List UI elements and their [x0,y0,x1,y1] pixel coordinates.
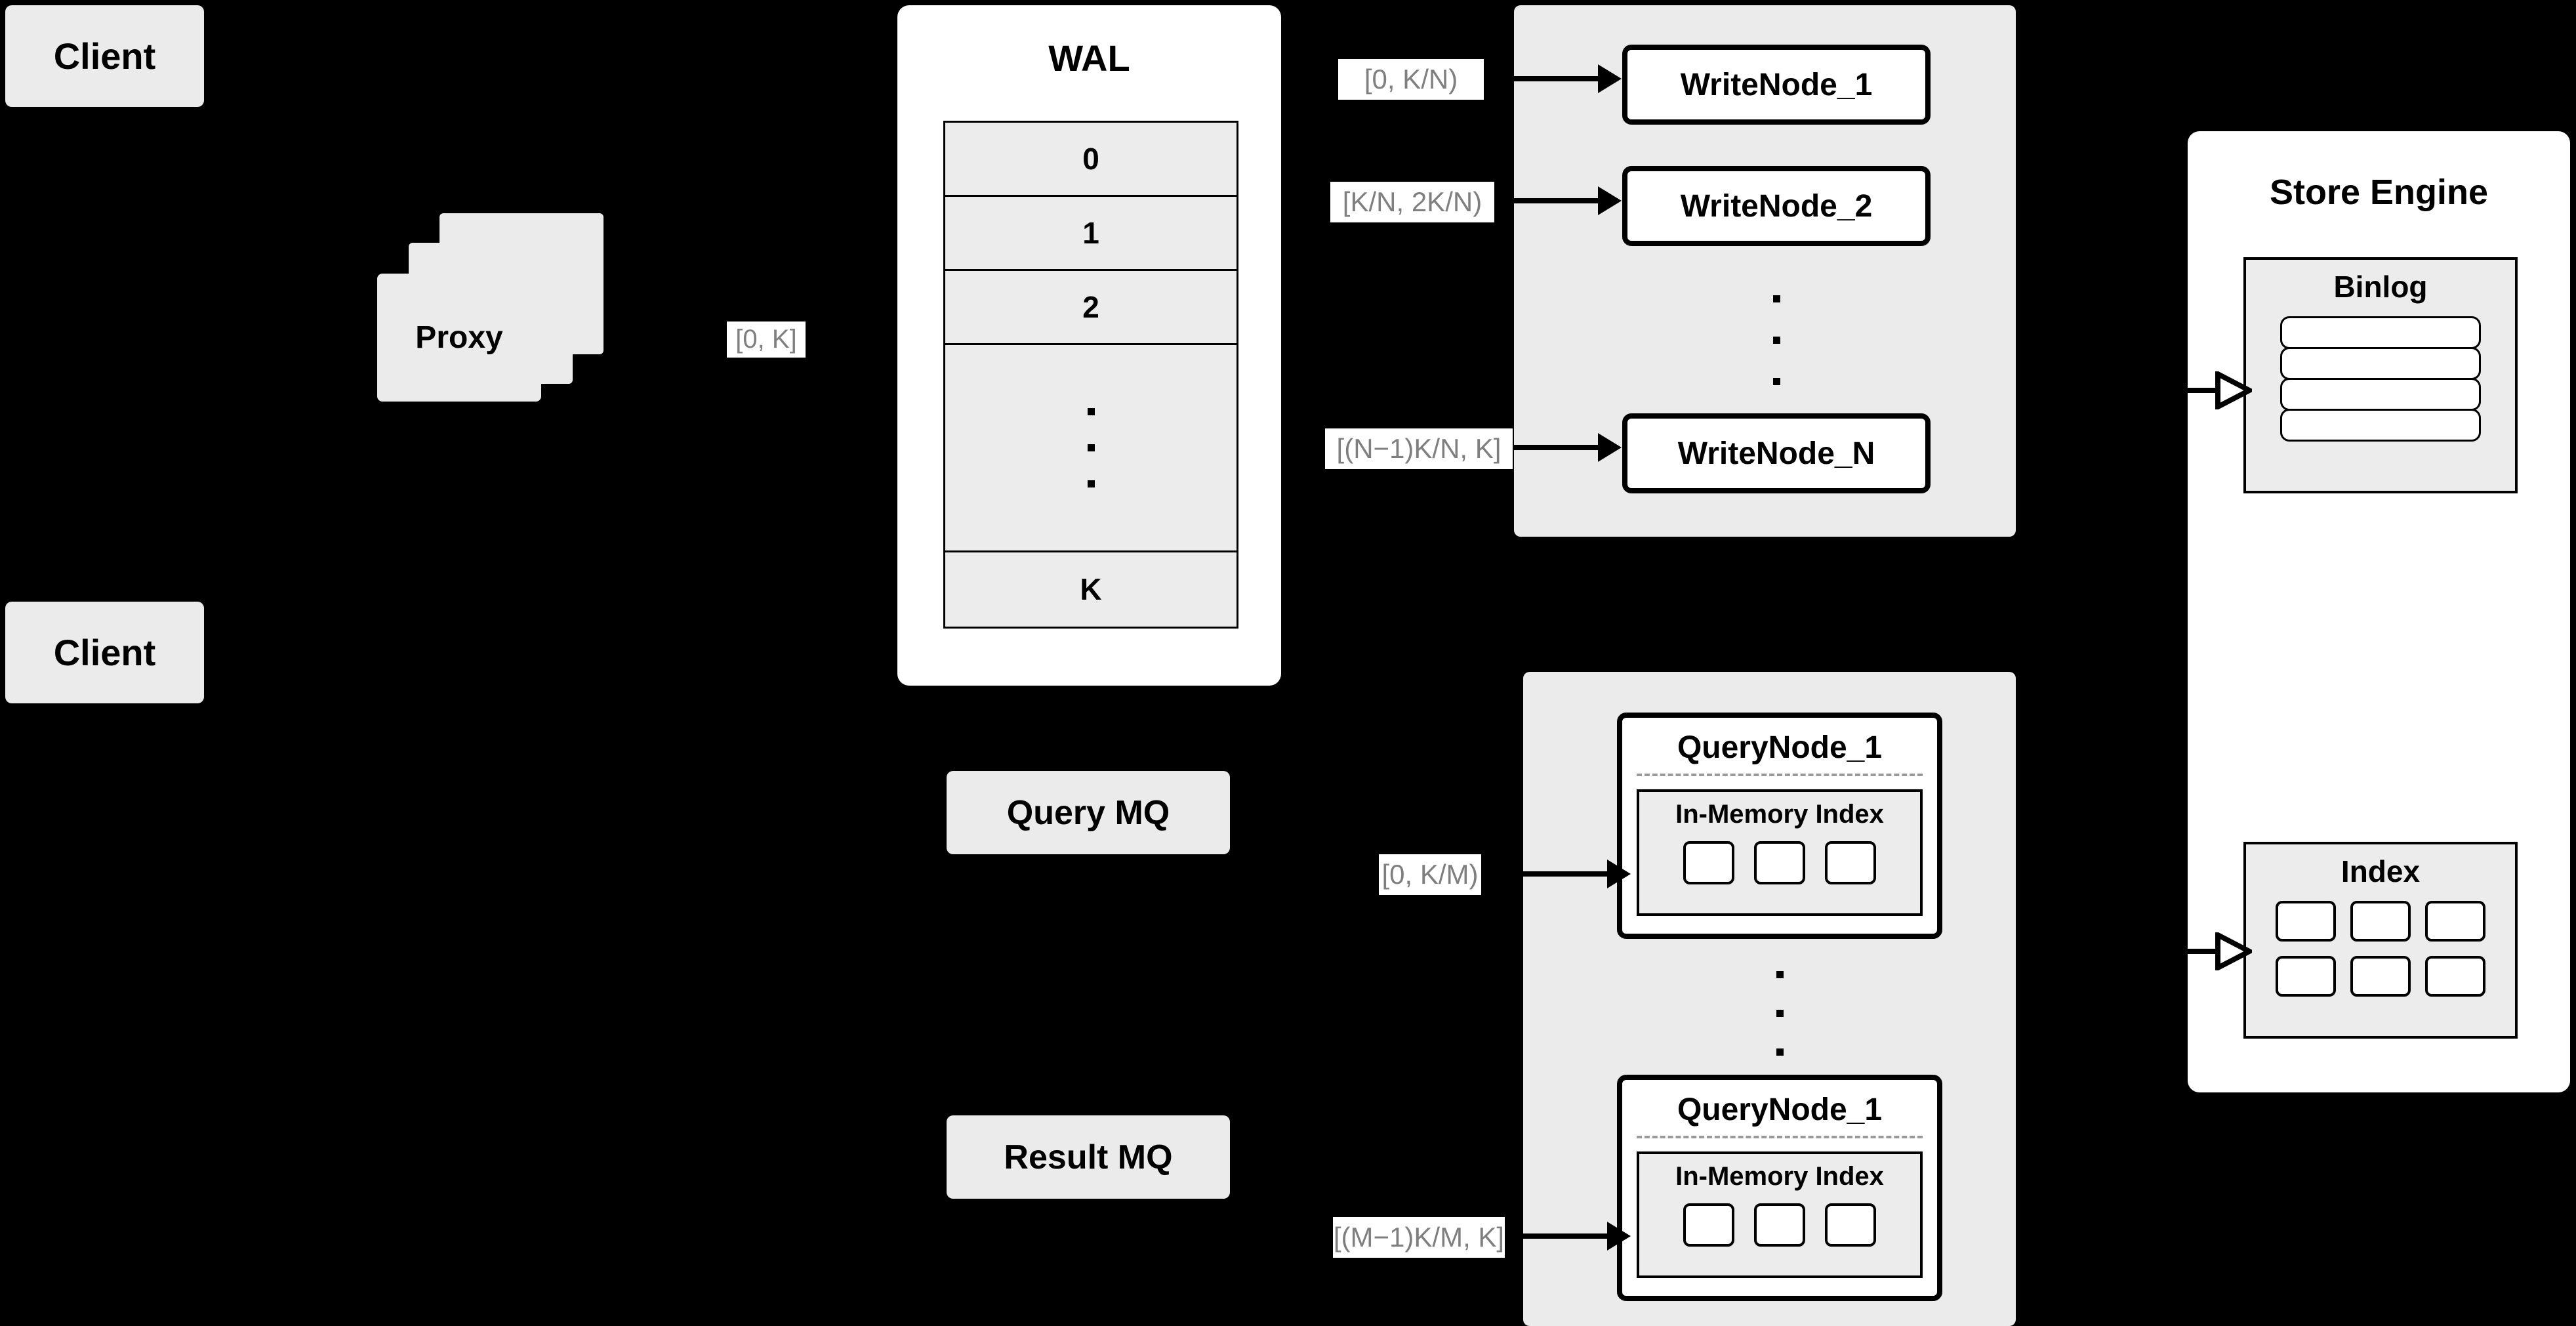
write-node-2-label: WriteNode_2 [1680,188,1873,224]
wal-row-1[interactable]: 1 [945,197,1237,272]
client-box-2[interactable]: Client [5,602,204,703]
query-mq-label: Query MQ [1006,793,1170,832]
arrow-line-write-1 [1514,76,1599,81]
arrow-head-write-1-icon [1598,64,1622,93]
query-node-1-chip-3[interactable] [1825,841,1876,884]
binlog-entry-1[interactable] [2280,316,2481,349]
index-chip-5[interactable] [2350,956,2411,997]
client-box-1[interactable]: Client [5,5,204,107]
wal-vertical-ellipsis-icon [1087,394,1095,502]
arrow-line-write-n [1514,445,1599,450]
wal-title: WAL [1048,37,1130,79]
query-node-2-chip-2[interactable] [1754,1203,1805,1247]
arrow-line-query-1 [1523,871,1608,877]
binlog-entry-4[interactable] [2280,409,2481,442]
index-chip-3[interactable] [2425,901,2485,942]
wal-container: WAL 0 1 2 K [897,5,1281,686]
binlog-panel: Binlog [2243,257,2518,493]
query-node-1-chip-2[interactable] [1754,841,1805,884]
edge-label-proxy-to-wal-text: [0, K] [735,325,797,354]
edge-label-query-range-1-text: [0, K/M) [1381,859,1479,890]
arrow-line-to-index [2182,949,2220,954]
edge-label-query-range-m-text: [(M−1)K/M, K] [1333,1222,1505,1253]
binlog-entry-2[interactable] [2280,347,2481,380]
wal-row-0[interactable]: 0 [945,123,1237,197]
arrow-head-write-2-icon [1598,186,1622,215]
query-node-2-separator [1637,1136,1923,1138]
edge-label-write-range-1: [0, K/N) [1338,59,1484,100]
query-node-2[interactable]: QueryNode_1 In-Memory Index [1617,1075,1942,1301]
write-node-group: WriteNode_1 WriteNode_2 WriteNode_N [1514,5,2016,537]
arrow-head-query-1-icon [1607,860,1631,888]
arrow-head-query-m-icon [1607,1222,1631,1251]
edge-label-proxy-to-wal: [0, K] [727,321,806,358]
query-node-1-chip-1[interactable] [1683,841,1734,884]
arrow-line-write-2 [1514,198,1599,203]
result-mq-box[interactable]: Result MQ [947,1115,1230,1199]
write-node-1[interactable]: WriteNode_1 [1622,45,1931,125]
wal-row-2-label: 2 [1082,290,1099,325]
write-node-n[interactable]: WriteNode_N [1622,413,1931,493]
edge-label-query-range-1: [0, K/M) [1379,854,1481,895]
proxy-stack[interactable]: Proxy [377,213,672,430]
proxy-label: Proxy [415,320,503,355]
index-chip-4[interactable] [2276,956,2336,997]
write-node-2[interactable]: WriteNode_2 [1622,166,1931,246]
query-node-group: QueryNode_1 In-Memory Index QueryNode_1 [1523,672,2016,1326]
query-node-2-index-panel: In-Memory Index [1637,1151,1923,1278]
query-node-2-chip-3[interactable] [1825,1203,1876,1247]
index-chip-2[interactable] [2350,901,2411,942]
edge-label-write-range-2: [K/N, 2K/N) [1330,182,1494,222]
wal-row-2[interactable]: 2 [945,271,1237,346]
query-node-1-separator [1637,774,1923,776]
query-mq-box[interactable]: Query MQ [947,771,1230,854]
index-panel: Index [2243,842,2518,1039]
query-node-1-index-panel: In-Memory Index [1637,789,1923,916]
edge-label-write-range-n: [(N−1)K/N, K] [1325,428,1513,469]
wal-row-k-label: K [1080,572,1102,607]
wal-row-0-label: 0 [1082,142,1099,176]
index-chip-6[interactable] [2425,956,2485,997]
index-title: Index [2341,854,2421,888]
query-node-1-index-title: In-Memory Index [1675,800,1884,829]
client-label-2: Client [53,632,156,673]
arrow-line-query-m [1523,1233,1608,1239]
binlog-title: Binlog [2333,270,2428,304]
arrow-head-write-n-icon [1598,433,1622,462]
query-node-2-index-title: In-Memory Index [1675,1162,1884,1191]
arrow-head-to-index-icon [2215,932,2252,970]
edge-label-write-range-1-text: [0, K/N) [1364,64,1458,94]
write-node-1-label: WriteNode_1 [1680,67,1873,102]
query-group-vertical-ellipsis-icon [1770,951,1789,1075]
store-engine-title: Store Engine [2269,173,2489,212]
wal-row-k[interactable]: K [945,552,1237,627]
query-node-2-chip-1[interactable] [1683,1203,1734,1247]
query-node-1[interactable]: QueryNode_1 In-Memory Index [1617,713,1942,939]
edge-label-write-range-n-text: [(N−1)K/N, K] [1336,433,1502,464]
binlog-entry-3[interactable] [2280,378,2481,411]
index-chip-1[interactable] [2276,901,2336,942]
edge-label-query-range-m: [(M−1)K/M, K] [1333,1217,1505,1258]
wal-table: 0 1 2 K [943,121,1238,629]
arrow-line-to-binlog [2182,388,2220,393]
write-group-vertical-ellipsis-icon [1767,274,1786,405]
store-engine-container: Store Engine Binlog Index [2188,131,2570,1092]
write-node-n-label: WriteNode_N [1677,436,1875,471]
wal-row-ellipsis [945,345,1237,552]
arrow-head-to-binlog-icon [2215,371,2252,409]
proxy-front-sheet[interactable]: Proxy [377,274,541,402]
wal-row-1-label: 1 [1082,216,1099,251]
client-label-1: Client [53,35,156,77]
result-mq-label: Result MQ [1004,1138,1173,1176]
query-node-2-title: QueryNode_1 [1677,1092,1883,1127]
query-node-1-title: QueryNode_1 [1677,730,1883,765]
edge-label-write-range-2-text: [K/N, 2K/N) [1342,186,1482,217]
